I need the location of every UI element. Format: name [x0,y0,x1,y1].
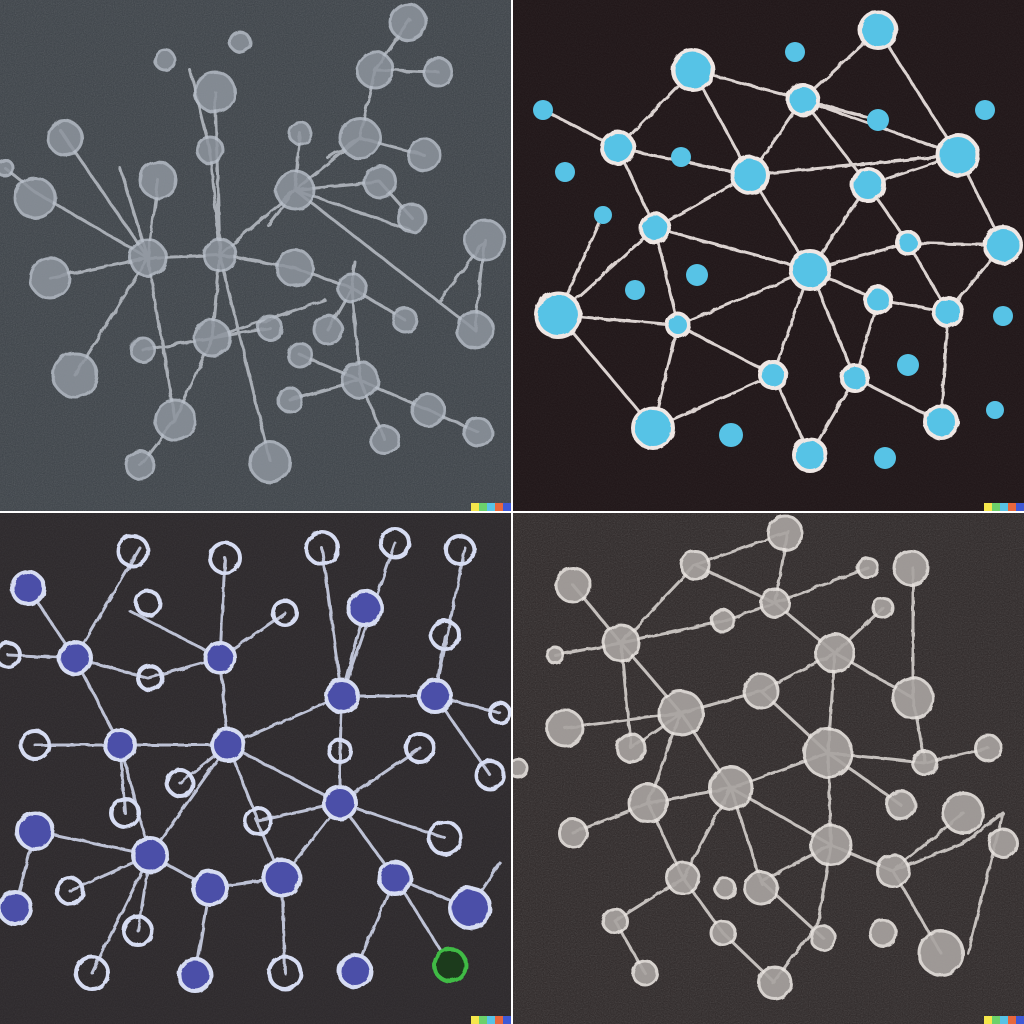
chalk-network-blue [0,513,511,1024]
loose-dots [533,42,1013,469]
image-tile-bottom-left[interactable] [0,513,511,1024]
watermark-swatch [1008,503,1016,511]
watermark-swatch [487,503,495,511]
atom-nodes [513,514,1019,1001]
watermark-swatch [984,1016,992,1024]
watermark-swatch [984,503,992,511]
watermark-color-strip [471,1016,511,1024]
bond-lines [3,18,487,467]
watermark-swatch [992,503,1000,511]
bond-lines [6,541,502,977]
image-tile-bottom-right[interactable] [513,513,1024,1024]
watermark-color-strip [984,503,1024,511]
atom-nodes [0,2,507,484]
watermark-swatch [471,1016,479,1024]
watermark-swatch [495,1016,503,1024]
watermark-swatch [479,1016,487,1024]
watermark-swatch [495,503,503,511]
watermark-color-strip [471,503,511,511]
watermark-swatch [503,1016,511,1024]
watermark-swatch [1000,503,1008,511]
bond-lines [553,529,1005,985]
watermark-swatch [487,1016,495,1024]
image-tile-top-left[interactable] [0,0,511,511]
watermark-swatch [992,1016,1000,1024]
image-tile-top-right[interactable] [513,0,1024,511]
atom-nodes [0,527,511,993]
chalk-network-white [513,513,1024,1024]
chalk-network-grey [0,0,511,511]
watermark-swatch [1008,1016,1016,1024]
watermark-swatch [503,503,511,511]
chalk-network-cyan [513,0,1024,511]
watermark-swatch [471,503,479,511]
atom-nodes [534,10,1023,473]
watermark-color-strip [984,1016,1024,1024]
watermark-swatch [1016,1016,1024,1024]
watermark-swatch [1016,503,1024,511]
watermark-swatch [1000,1016,1008,1024]
watermark-swatch [479,503,487,511]
chalk-grain [0,513,511,1024]
